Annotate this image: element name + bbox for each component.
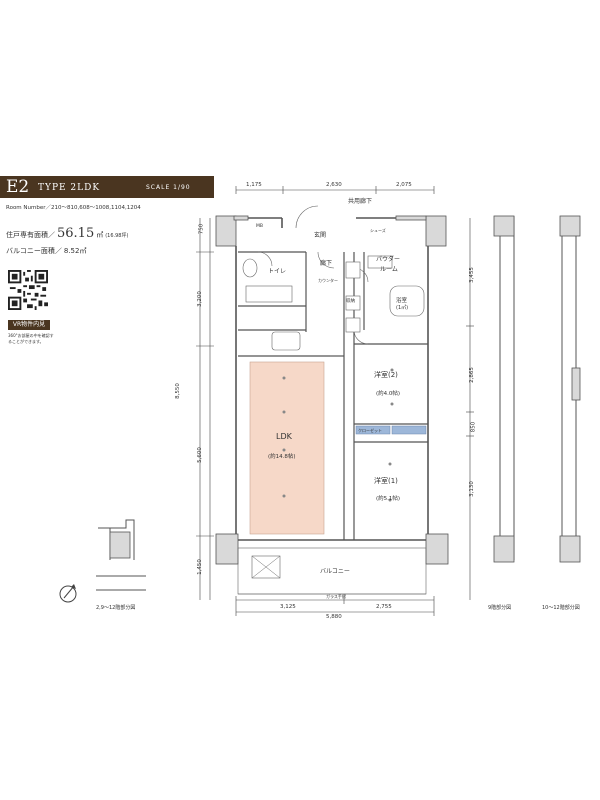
caption-left: 2,9～12階部分図: [96, 605, 136, 611]
dim-bottom-2: 2,755: [376, 604, 392, 610]
label-closet: クローゼット: [358, 428, 382, 433]
label-western2-size: (約4.0帖): [376, 391, 401, 397]
dim-top-2: 2,630: [326, 182, 342, 188]
label-bath-1: 浴室: [396, 298, 408, 304]
label-mb: MB: [256, 224, 263, 229]
exclusive-area: 住戸専有面積／ 56.15 ㎡ (16.98坪): [6, 226, 128, 241]
vr-badge[interactable]: VR物件内見: [8, 320, 50, 330]
label-toilet: トイレ: [268, 268, 287, 275]
dim-bottom-1: 3,125: [280, 604, 296, 610]
exclusive-area-unit: ㎡: [96, 231, 104, 239]
dim-top-1: 1,175: [246, 182, 262, 188]
dim-bottom-total: 5,880: [326, 614, 342, 620]
vr-note: 360°お部屋の中を確認することができます。: [8, 333, 54, 344]
label-powder-2: ルーム: [380, 266, 398, 273]
balcony-area-value: 8.52㎡: [63, 247, 87, 255]
room-number: Room Number／210～810,608～1008,1104,1204: [6, 205, 141, 211]
label-western1: 洋室(1): [374, 477, 398, 485]
ldk-area: [249, 361, 325, 535]
caption-mid: 9階部分図: [488, 605, 512, 611]
label-common-corridor: 共用廊下: [348, 198, 373, 205]
label-powder-1: パウダー: [376, 256, 401, 263]
label-entrance: 玄関: [314, 232, 327, 239]
label-ldk: LDK: [276, 432, 292, 441]
label-bath-2: (1㎡): [396, 305, 409, 311]
exclusive-area-value: 56.15: [57, 226, 95, 241]
label-counter: カウンター: [318, 278, 338, 283]
type-header-bar: [0, 176, 214, 198]
qr-code[interactable]: [8, 270, 48, 310]
type-label: TYPE 2LDK: [38, 183, 101, 193]
label-shoes: シューズ: [370, 228, 386, 233]
compass-icon: [59, 584, 77, 603]
exclusive-area-tsubo: (16.98坪): [105, 233, 129, 239]
label-hallway: 廊下: [320, 260, 333, 267]
dim-top-3: 2,075: [396, 182, 412, 188]
label-balcony: バルコニー: [320, 568, 350, 575]
caption-right: 10～12階部分図: [542, 605, 580, 611]
label-western2: 洋室(2): [374, 371, 398, 379]
balcony-area: バルコニー面積／ 8.52㎡: [6, 246, 86, 256]
label-ldk-size: (約14.8帖): [268, 454, 296, 460]
label-glass-rail: ガラス手摺: [326, 594, 346, 599]
balcony-area-label: バルコニー面積／: [6, 247, 62, 255]
scale-label: SCALE 1/90: [146, 184, 191, 191]
label-western1-size: (約5.1帖): [376, 496, 401, 502]
label-storage: 収納: [346, 299, 355, 304]
exclusive-area-label: 住戸専有面積／: [6, 231, 55, 239]
type-code: E2: [6, 177, 30, 197]
